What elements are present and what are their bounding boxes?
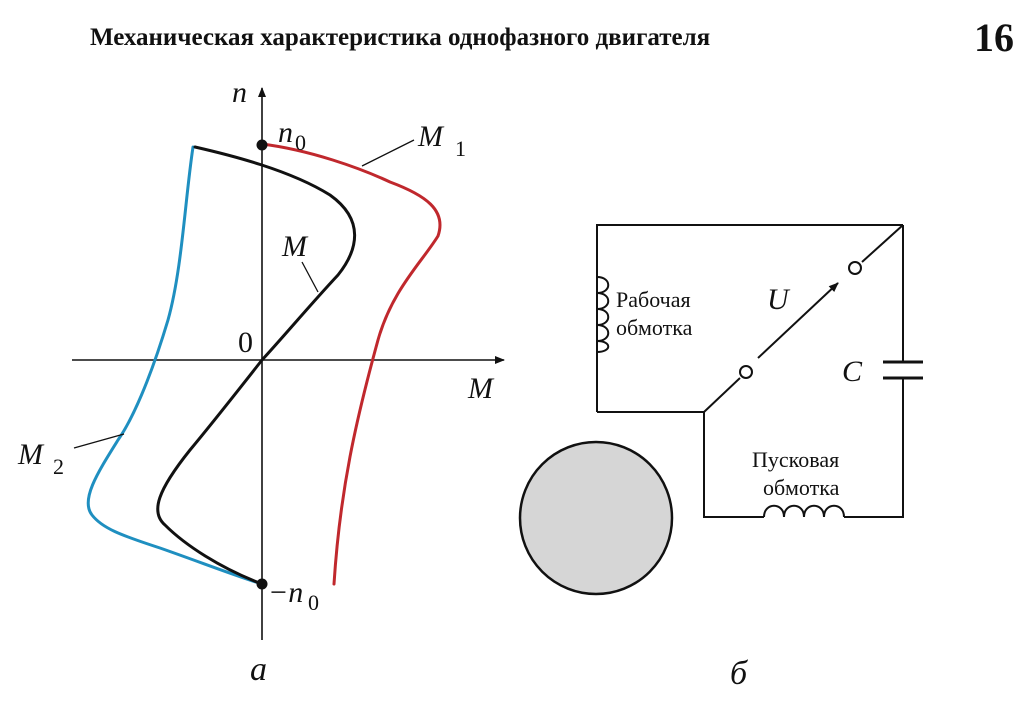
n-axis-label: n <box>232 76 247 109</box>
n0-label: n <box>278 116 293 149</box>
torque-speed-graph: n M 0 n 0 −n 0 M M 1 M 2 а <box>17 76 505 688</box>
m1-leader <box>361 139 415 167</box>
curve-m2-subscript: 2 <box>53 454 64 479</box>
page-title: Механическая характеристика однофазного … <box>90 24 711 51</box>
m-axis-label: M <box>467 372 495 405</box>
start-winding-label-2: обмотка <box>763 475 840 500</box>
main-winding-label-2: обмотка <box>616 315 693 340</box>
motor-circuit <box>518 224 923 596</box>
main-winding-coil <box>596 276 610 353</box>
neg-n0-subscript: 0 <box>308 590 319 615</box>
neg-n0-point <box>256 578 268 590</box>
voltage-arrow <box>757 282 839 359</box>
curve-m1-label: M <box>417 120 445 153</box>
wire-top <box>596 224 903 412</box>
curve-m1 <box>260 142 442 586</box>
page-number: 16 <box>974 15 1014 60</box>
circuit-labels: Рабочая обмотка Пусковая обмотка U C б <box>616 283 863 692</box>
n0-subscript: 0 <box>295 130 306 155</box>
origin-label: 0 <box>238 326 253 359</box>
wire-start-loop <box>703 412 764 518</box>
rotor-circle <box>518 440 674 596</box>
neg-n0-label: −n <box>268 576 303 609</box>
curve-m <box>156 145 356 586</box>
m2-leader <box>73 433 125 449</box>
terminal-upper <box>848 261 862 275</box>
circuit-caption: б <box>730 655 749 692</box>
m-leader <box>301 261 319 293</box>
curve-m2-label: M <box>17 438 45 471</box>
curve-m1-subscript: 1 <box>455 136 466 161</box>
start-winding-label: Пусковая <box>752 447 839 472</box>
curve-m2 <box>86 145 264 586</box>
voltage-label: U <box>767 283 791 316</box>
graph-caption: а <box>250 651 267 688</box>
terminal-lower <box>739 365 753 379</box>
curve-m-label: M <box>281 230 309 263</box>
main-winding-label: Рабочая <box>616 287 691 312</box>
capacitor-label: C <box>842 355 863 388</box>
start-winding-coil <box>763 504 845 518</box>
wire-right <box>844 378 904 518</box>
n0-point <box>256 139 268 151</box>
supply-wire-upper <box>861 224 904 263</box>
supply-wire-lower <box>703 377 741 413</box>
